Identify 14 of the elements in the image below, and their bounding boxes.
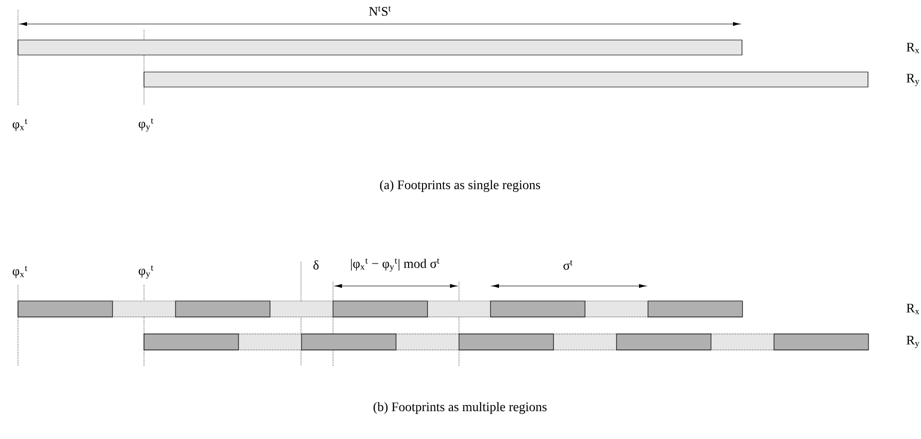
label: φ$_{y}$t — [138, 265, 154, 279]
label: (b) Footprints as multiple regions — [374, 402, 547, 414]
label: N$^{t}$S$^{t}$ — [369, 6, 391, 16]
label: φ$_{x}$t — [12, 118, 28, 132]
label: δ — [313, 260, 319, 270]
label: σ$^{t}$ — [563, 260, 572, 270]
label: φ$_{x}$t — [12, 266, 28, 278]
label: (a) Footprints as single regions — [380, 180, 540, 192]
label: R$_{x}$ — [906, 304, 920, 314]
label: R$_{x}$ — [906, 42, 920, 54]
label: R$_{y}$ — [906, 74, 920, 86]
label: |φ$_{x}$$^{t}$ − φ$_{y}$$^{t}$| mod σ$^{t}$ — [351, 258, 440, 272]
label: R$_{y}$ — [906, 336, 920, 348]
label: φ$_{y}$t — [138, 118, 154, 132]
